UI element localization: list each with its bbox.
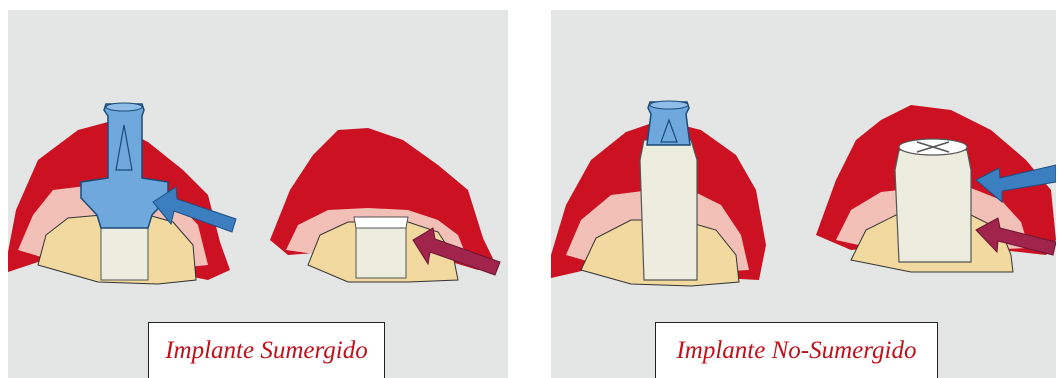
abutment-top bbox=[106, 103, 142, 111]
cover-screw bbox=[354, 217, 408, 228]
submerged-implant-scene bbox=[270, 128, 500, 282]
caption-non-submerged: Implante No-Sumergido bbox=[676, 337, 916, 365]
abutment-top bbox=[650, 101, 688, 109]
caption-submerged: Implante Sumergido bbox=[165, 337, 368, 365]
caption-box: Implante No-Sumergido bbox=[655, 322, 938, 378]
non-submerged-with-abutment-scene bbox=[551, 101, 766, 286]
caption-box: Implante Sumergido bbox=[148, 322, 385, 378]
implant-body bbox=[101, 220, 148, 280]
implant-body bbox=[895, 150, 971, 262]
implant-with-abutment-scene bbox=[8, 103, 236, 284]
implant-body bbox=[356, 225, 406, 278]
implant-body bbox=[640, 140, 697, 280]
non-submerged-healing-cap-scene bbox=[816, 105, 1056, 272]
panel-non-submerged: Implante No-Sumergido bbox=[551, 10, 1056, 378]
panel-submerged: Implante Sumergido bbox=[8, 10, 508, 378]
